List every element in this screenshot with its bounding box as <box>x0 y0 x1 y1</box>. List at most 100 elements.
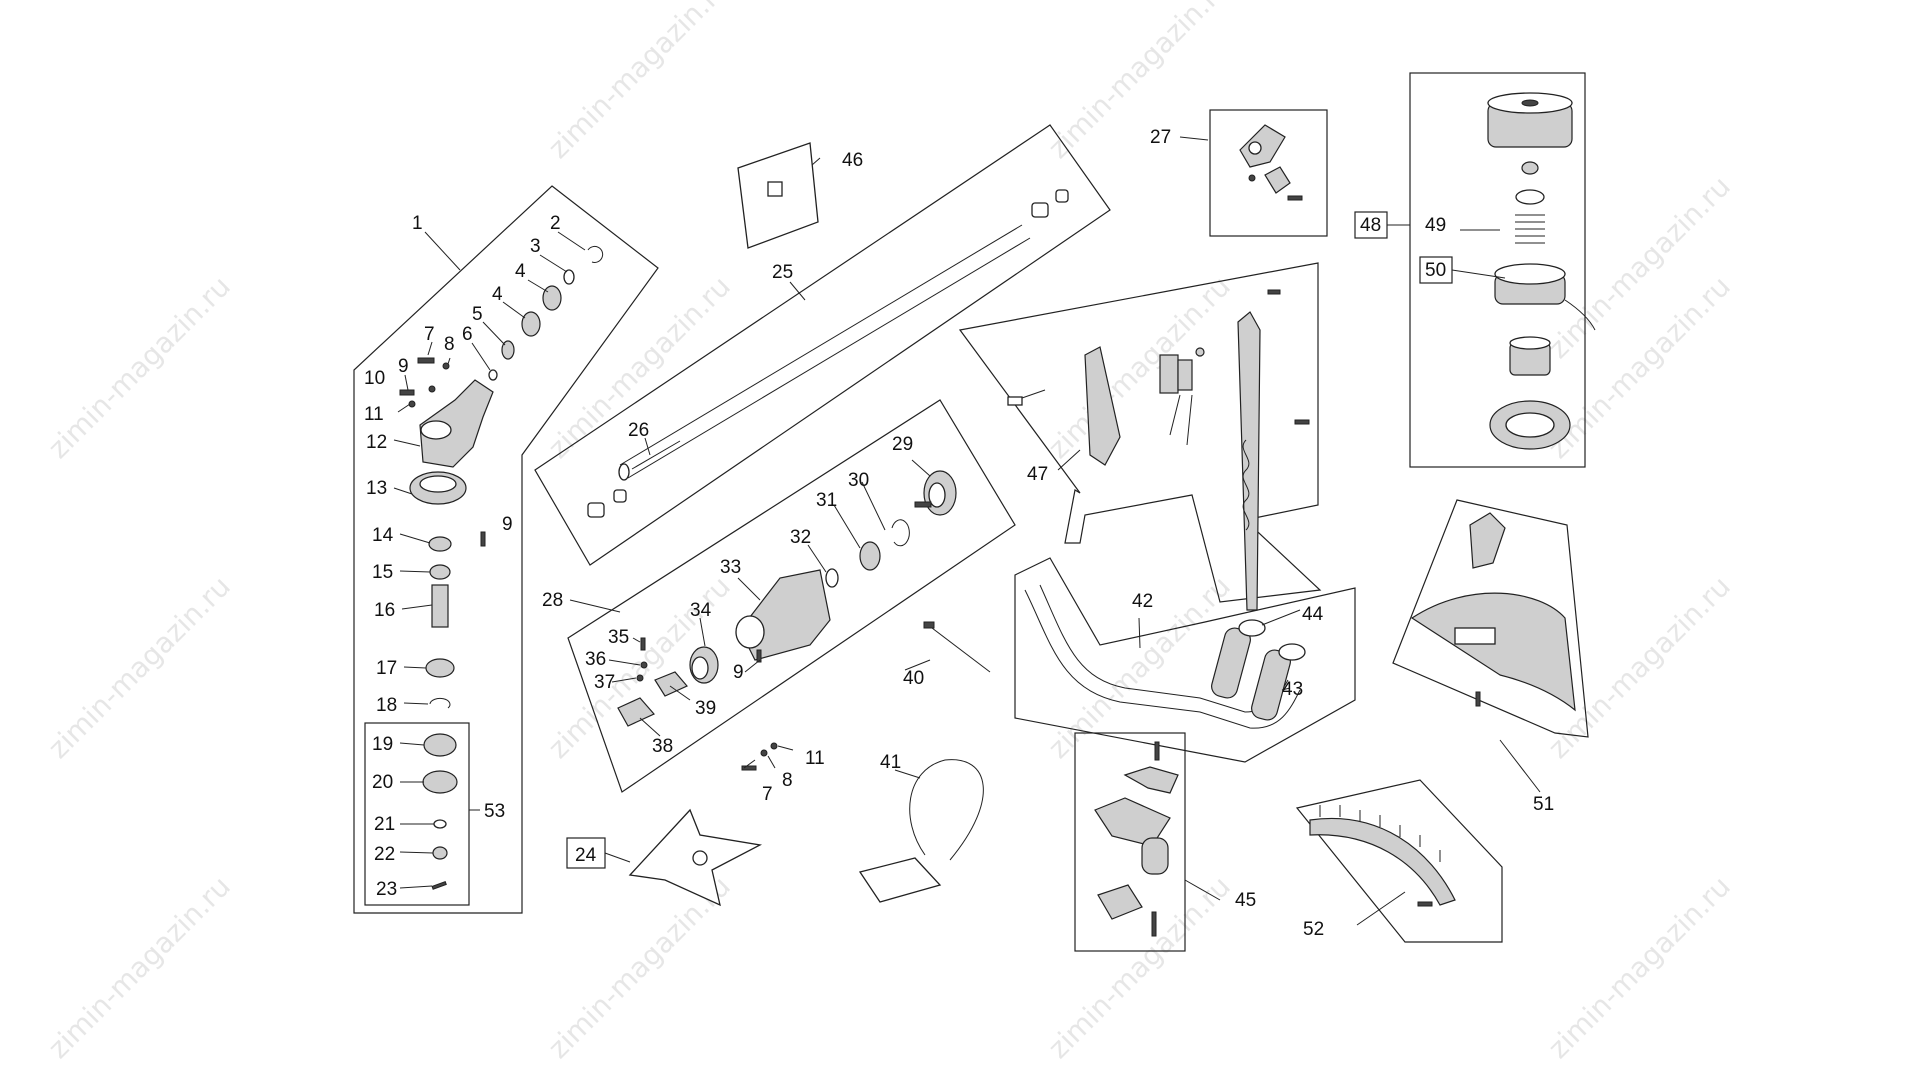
holder-19 <box>423 733 457 757</box>
callout-21: 21 <box>374 814 395 835</box>
callout-12: 12 <box>366 432 387 453</box>
callout-43: 43 <box>1282 679 1303 700</box>
bushing-c <box>1031 202 1049 218</box>
callout-10: 10 <box>364 368 385 389</box>
handle-parts <box>1024 584 1306 729</box>
callout-11a: 11 <box>364 404 384 425</box>
callout-45: 45 <box>1235 890 1256 911</box>
callout-26: 26 <box>628 420 649 441</box>
callout-13: 13 <box>366 478 387 499</box>
housing-top-12 <box>420 420 452 440</box>
snap-ring-18 <box>429 697 451 709</box>
callout-35: 35 <box>608 627 629 648</box>
clamp-kit-parts <box>1094 741 1179 937</box>
guard-cup-13-inner <box>419 475 457 493</box>
callout-5: 5 <box>472 304 483 325</box>
callout-47: 47 <box>1027 464 1048 485</box>
callout-20: 20 <box>372 772 393 793</box>
grip-44 <box>1211 627 1251 699</box>
callout-11b: 11 <box>805 748 825 769</box>
bearing-4a <box>542 285 562 311</box>
trimmer-head-box-48 <box>1409 72 1586 468</box>
watermark-text: zimin-magazin.ru <box>1542 270 1737 465</box>
clutch-group-outline <box>567 399 1016 793</box>
callout-1: 1 <box>412 213 423 234</box>
callout-9a: 9 <box>398 356 409 377</box>
watermark-text: zimin-magazin.ru <box>1542 870 1737 1065</box>
label-plate-46 <box>737 142 819 249</box>
callout-46: 46 <box>842 150 863 171</box>
blade-kit-box-53 <box>364 722 470 906</box>
washer-21 <box>433 819 447 829</box>
throttle-parts <box>1007 289 1310 611</box>
washer-8 <box>442 362 450 370</box>
watermark-text: zimin-magazin.ru <box>42 270 237 465</box>
callout-8b: 8 <box>782 770 793 791</box>
gearhead-group-outline <box>353 185 659 914</box>
clamp-39 <box>654 671 688 697</box>
nut-22 <box>432 846 448 860</box>
callout-51: 51 <box>1533 794 1554 815</box>
shaft-tube-outline <box>534 124 1111 566</box>
blade-guard-parts <box>1309 805 1456 907</box>
callout-28: 28 <box>542 590 563 611</box>
callout-23: 23 <box>376 879 397 900</box>
watermark-text: zimin-magazin.ru <box>1042 870 1237 1065</box>
shaft-16 <box>431 584 449 628</box>
washer-36 <box>640 661 648 669</box>
callout-32: 32 <box>790 527 811 548</box>
watermark-text: zimin-magazin.ru <box>42 570 237 765</box>
grass-guard-parts <box>1410 512 1576 712</box>
callout-48: 48 <box>1360 215 1381 236</box>
handlebar-42 <box>1024 589 1301 729</box>
gear-5 <box>501 340 515 360</box>
callout-25: 25 <box>772 262 793 283</box>
callout-7a: 7 <box>424 324 435 345</box>
cable-tie-40 <box>923 621 991 673</box>
washer-11b <box>770 742 778 750</box>
callout-box-24 <box>566 837 606 869</box>
callout-6: 6 <box>462 324 473 345</box>
drum-29-inner <box>928 482 946 508</box>
drum-shaft <box>914 501 932 508</box>
gear-housing-12 <box>419 379 494 468</box>
callout-37: 37 <box>594 672 615 693</box>
callout-49: 49 <box>1425 215 1446 236</box>
callout-15: 15 <box>372 562 393 583</box>
callout-14: 14 <box>372 525 394 546</box>
screw-7b <box>741 765 757 771</box>
bearing-17 <box>425 658 455 678</box>
screw-10 <box>399 389 415 396</box>
washer-37 <box>636 674 644 682</box>
callout-50: 50 <box>1425 260 1446 281</box>
callout-22: 22 <box>374 844 395 865</box>
callout-41: 41 <box>880 752 901 773</box>
callout-36: 36 <box>585 649 606 670</box>
callout-29: 29 <box>892 434 913 455</box>
callout-44: 44 <box>1302 604 1324 625</box>
callout-42: 42 <box>1132 591 1153 612</box>
shaft-tube-parts <box>587 189 1069 518</box>
leader-lines <box>393 136 1541 926</box>
callout-box-50 <box>1419 256 1453 284</box>
callout-17: 17 <box>376 658 397 679</box>
drive-cable-26 <box>631 440 681 470</box>
callout-27: 27 <box>1150 127 1171 148</box>
bearing-31 <box>859 541 881 571</box>
callout-4b: 4 <box>492 284 503 305</box>
callout-52: 52 <box>1303 919 1324 940</box>
screw-9c <box>756 649 762 663</box>
washer-11 <box>408 400 416 408</box>
watermark-text: zimin-magazin.ru <box>1542 170 1737 365</box>
grass-guard-outline-51 <box>1392 499 1589 738</box>
callout-7b: 7 <box>762 784 773 805</box>
shaft-tube-end <box>618 463 630 481</box>
retaining-ring-2 <box>587 246 604 263</box>
callout-40: 40 <box>903 668 924 689</box>
bushing-b <box>613 489 627 503</box>
screw-35 <box>640 637 646 651</box>
watermark-text: zimin-magazin.ru <box>42 870 237 1065</box>
washer-8b <box>760 749 768 757</box>
callout-24: 24 <box>575 845 597 866</box>
bushing-a <box>587 502 605 518</box>
